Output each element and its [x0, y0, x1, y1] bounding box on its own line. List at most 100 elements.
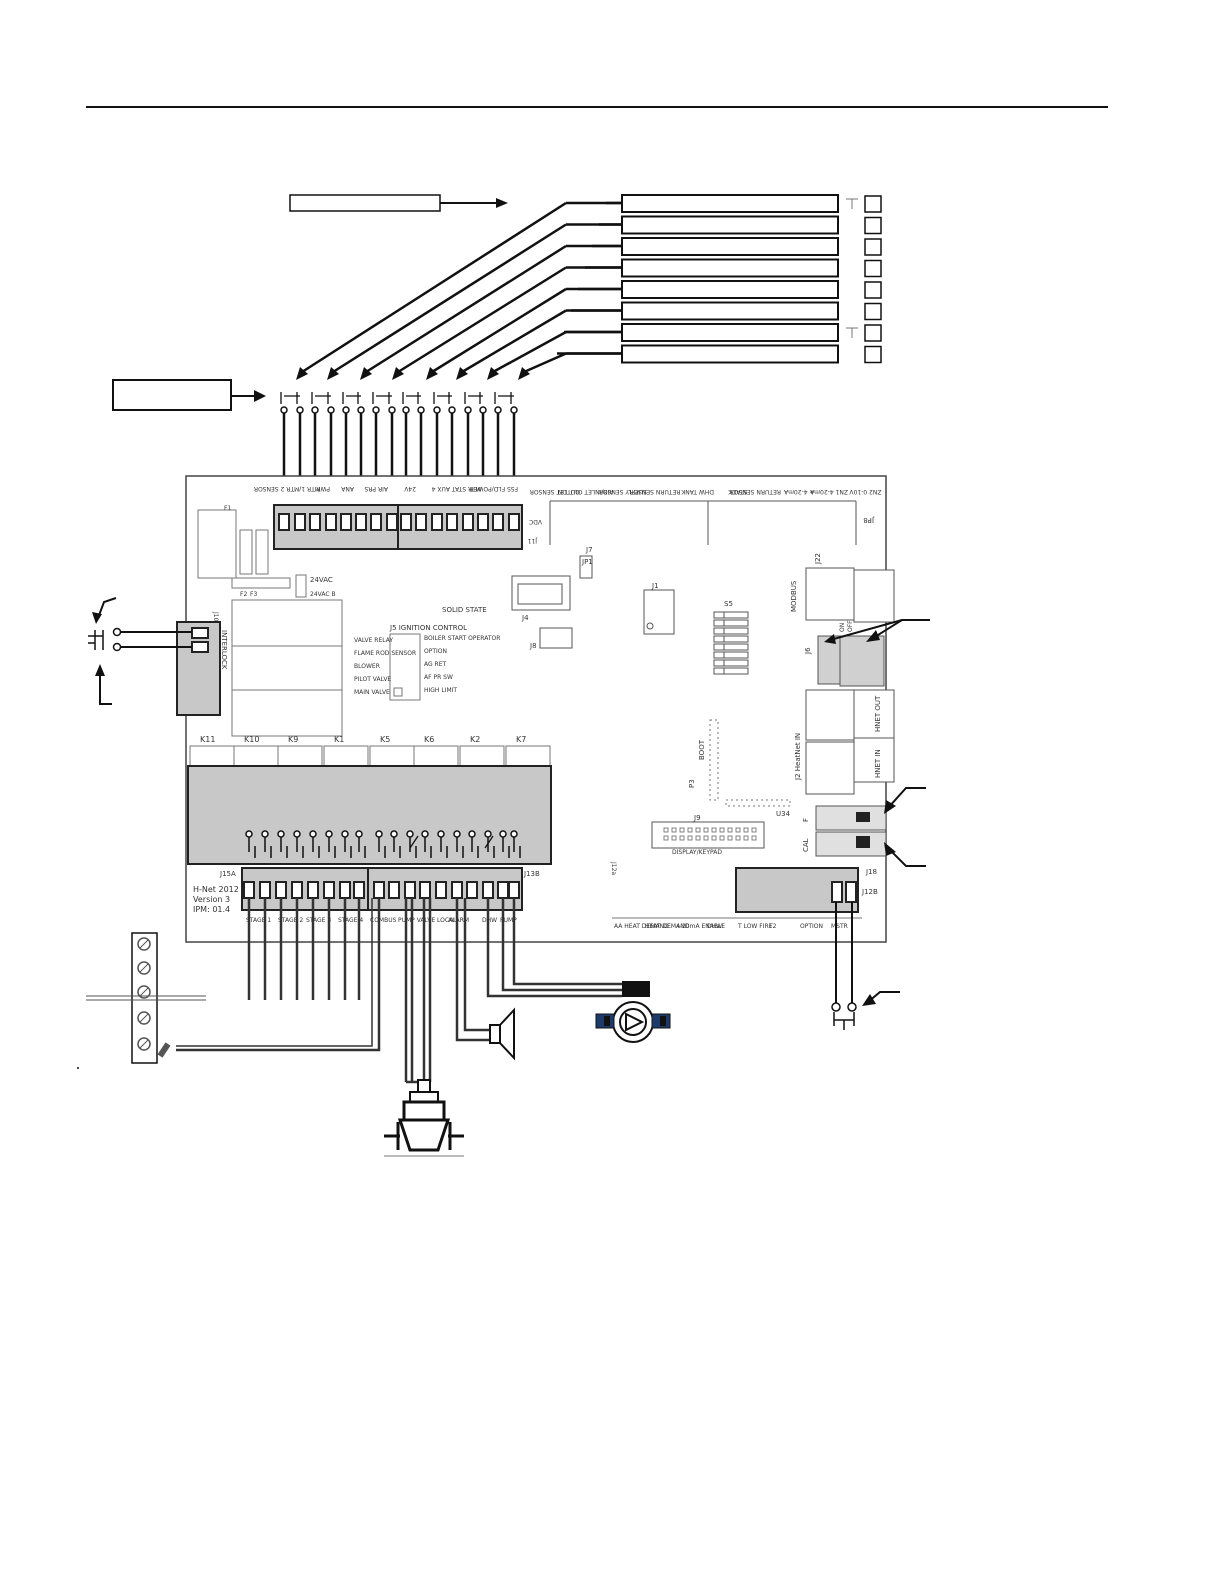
j10-label: J10	[212, 611, 219, 622]
terminal-pin	[482, 881, 494, 899]
bottom-terminal-pins	[243, 881, 520, 899]
arrow-icon	[829, 619, 903, 641]
relay-contact-icon	[296, 837, 304, 858]
terminal-pin	[325, 513, 337, 531]
contact-icon	[494, 392, 514, 404]
relay-contact-icon	[393, 837, 401, 858]
relay-contact-icon	[440, 837, 448, 858]
j11-label: J11	[527, 537, 538, 544]
dip-switch-lever[interactable]	[713, 651, 725, 659]
dip-switch-lever[interactable]	[713, 611, 725, 619]
top-terminal-label: ANA	[340, 485, 354, 492]
terminal-block-screws	[137, 937, 151, 1051]
ignition-connector	[389, 633, 421, 701]
j6-connector	[817, 635, 841, 685]
top-terminal-label: AIR PRS	[364, 485, 388, 492]
terminal-pin	[404, 881, 416, 899]
terminal-pin	[462, 513, 474, 531]
valve-icon	[384, 1079, 464, 1157]
board-top-label: RETURN SENSOR	[629, 488, 680, 495]
terminal-pin	[323, 881, 335, 899]
hnet-in-label: J2 HeatNet IN	[794, 733, 802, 781]
contact-icon	[372, 392, 392, 404]
dip-switch-lever[interactable]	[713, 659, 725, 667]
j4-label: J4	[521, 614, 529, 622]
cal-switch[interactable]	[815, 831, 887, 857]
legend-row-box	[621, 194, 839, 213]
legend-check-box[interactable]	[864, 345, 882, 364]
ignition-pin-label: AF PR SW	[424, 674, 453, 681]
board-top-label: STACK	[727, 488, 747, 495]
arrow-head-icon	[496, 198, 508, 208]
relay-contact-icon	[471, 837, 479, 858]
legend-row-box	[621, 344, 839, 364]
relay-contact-icon	[409, 837, 417, 858]
legend-check-box[interactable]	[864, 324, 882, 342]
legend-check-box[interactable]	[864, 281, 882, 299]
j15a-label: J15A	[219, 870, 236, 878]
terminal-pin	[431, 513, 443, 531]
dip-switch-lever[interactable]	[713, 635, 725, 643]
hnet-out-label: HNET OUT	[874, 695, 882, 732]
dip-switch[interactable]	[713, 611, 749, 675]
bottom-left-labels: STAGE 1 STAGE 2 STAGE 3 STAGE 4 COMBUS P…	[246, 917, 517, 924]
svg-text:PUMP VALVE LOCAL: PUMP VALVE LOCAL	[398, 917, 457, 924]
cal-label: CAL	[802, 838, 810, 852]
board-top-label: ZN1 4-20mA	[809, 488, 848, 495]
terminal-pin	[373, 881, 385, 899]
legend-row-box	[621, 215, 839, 235]
alarm-horn-icon	[489, 1007, 515, 1061]
j1-label: J1	[651, 582, 659, 590]
terminal-pin	[477, 513, 489, 531]
legend-check-box[interactable]	[864, 195, 882, 213]
terminal-pin	[492, 513, 504, 531]
dip-switch-lever[interactable]	[713, 667, 725, 675]
bottom-right-terminal-label: AA HEAT DEMAND	[614, 923, 669, 930]
legend-check-box[interactable]	[864, 216, 882, 235]
bottom-right-terminal-label: HEAT DEMAND	[645, 923, 690, 930]
legend-check-box[interactable]	[864, 259, 882, 278]
bottom-right-terminal-label: OPTION	[800, 923, 823, 930]
bottom-right-terminal-label: DHW	[707, 923, 722, 930]
dip-switch-lever[interactable]	[713, 619, 725, 627]
terminal-pin	[340, 513, 352, 531]
dip-switch-lever[interactable]	[713, 643, 725, 651]
svg-text:PUMP: PUMP	[500, 917, 517, 924]
bottom-right-terminal-label: T LOW FIRE	[737, 923, 773, 930]
relay-contact-icon	[248, 837, 256, 858]
jp1-label: JP1	[581, 558, 593, 566]
leader-lines	[296, 201, 622, 380]
relay-contact-icon	[358, 837, 366, 858]
arrow-head-icon	[360, 367, 372, 380]
relay-contact-icon	[424, 837, 432, 858]
terminal-pin	[400, 513, 412, 531]
contact-icon	[464, 392, 483, 404]
board-version: Version 3	[193, 895, 230, 904]
arrow-icon	[887, 787, 926, 809]
svg-text:STAGE 2: STAGE 2	[278, 917, 303, 924]
j12b-label: J12B	[861, 888, 878, 896]
arrow-icon	[99, 670, 112, 705]
dip-switch-lever[interactable]	[713, 627, 725, 635]
jp8-label: JP8	[863, 516, 875, 524]
arrow-head-icon	[296, 367, 308, 380]
j12a-label: J12a	[610, 861, 617, 875]
terminal-pin	[355, 513, 367, 531]
hnet-in-right-label: HNET IN	[874, 749, 882, 778]
legend-check-box[interactable]	[864, 238, 882, 256]
relay-block	[231, 599, 343, 737]
legend-check-box[interactable]	[864, 302, 882, 321]
relay-label: K10	[244, 735, 259, 744]
top-terminal-label: 24V	[403, 485, 416, 492]
arrow-icon	[97, 597, 117, 619]
bottom-right-terminal-label: T2	[768, 923, 777, 930]
master-switch-icon	[831, 902, 857, 1030]
relay	[189, 745, 235, 767]
top-terminal-label: FSS FLD/POWER	[469, 485, 518, 492]
relay	[505, 745, 551, 767]
interlock-switch-icon	[88, 627, 192, 652]
terminal-pin	[386, 513, 398, 531]
ignition-pin-label: PILOT VALVE	[354, 676, 391, 683]
f-switch[interactable]	[815, 805, 887, 831]
